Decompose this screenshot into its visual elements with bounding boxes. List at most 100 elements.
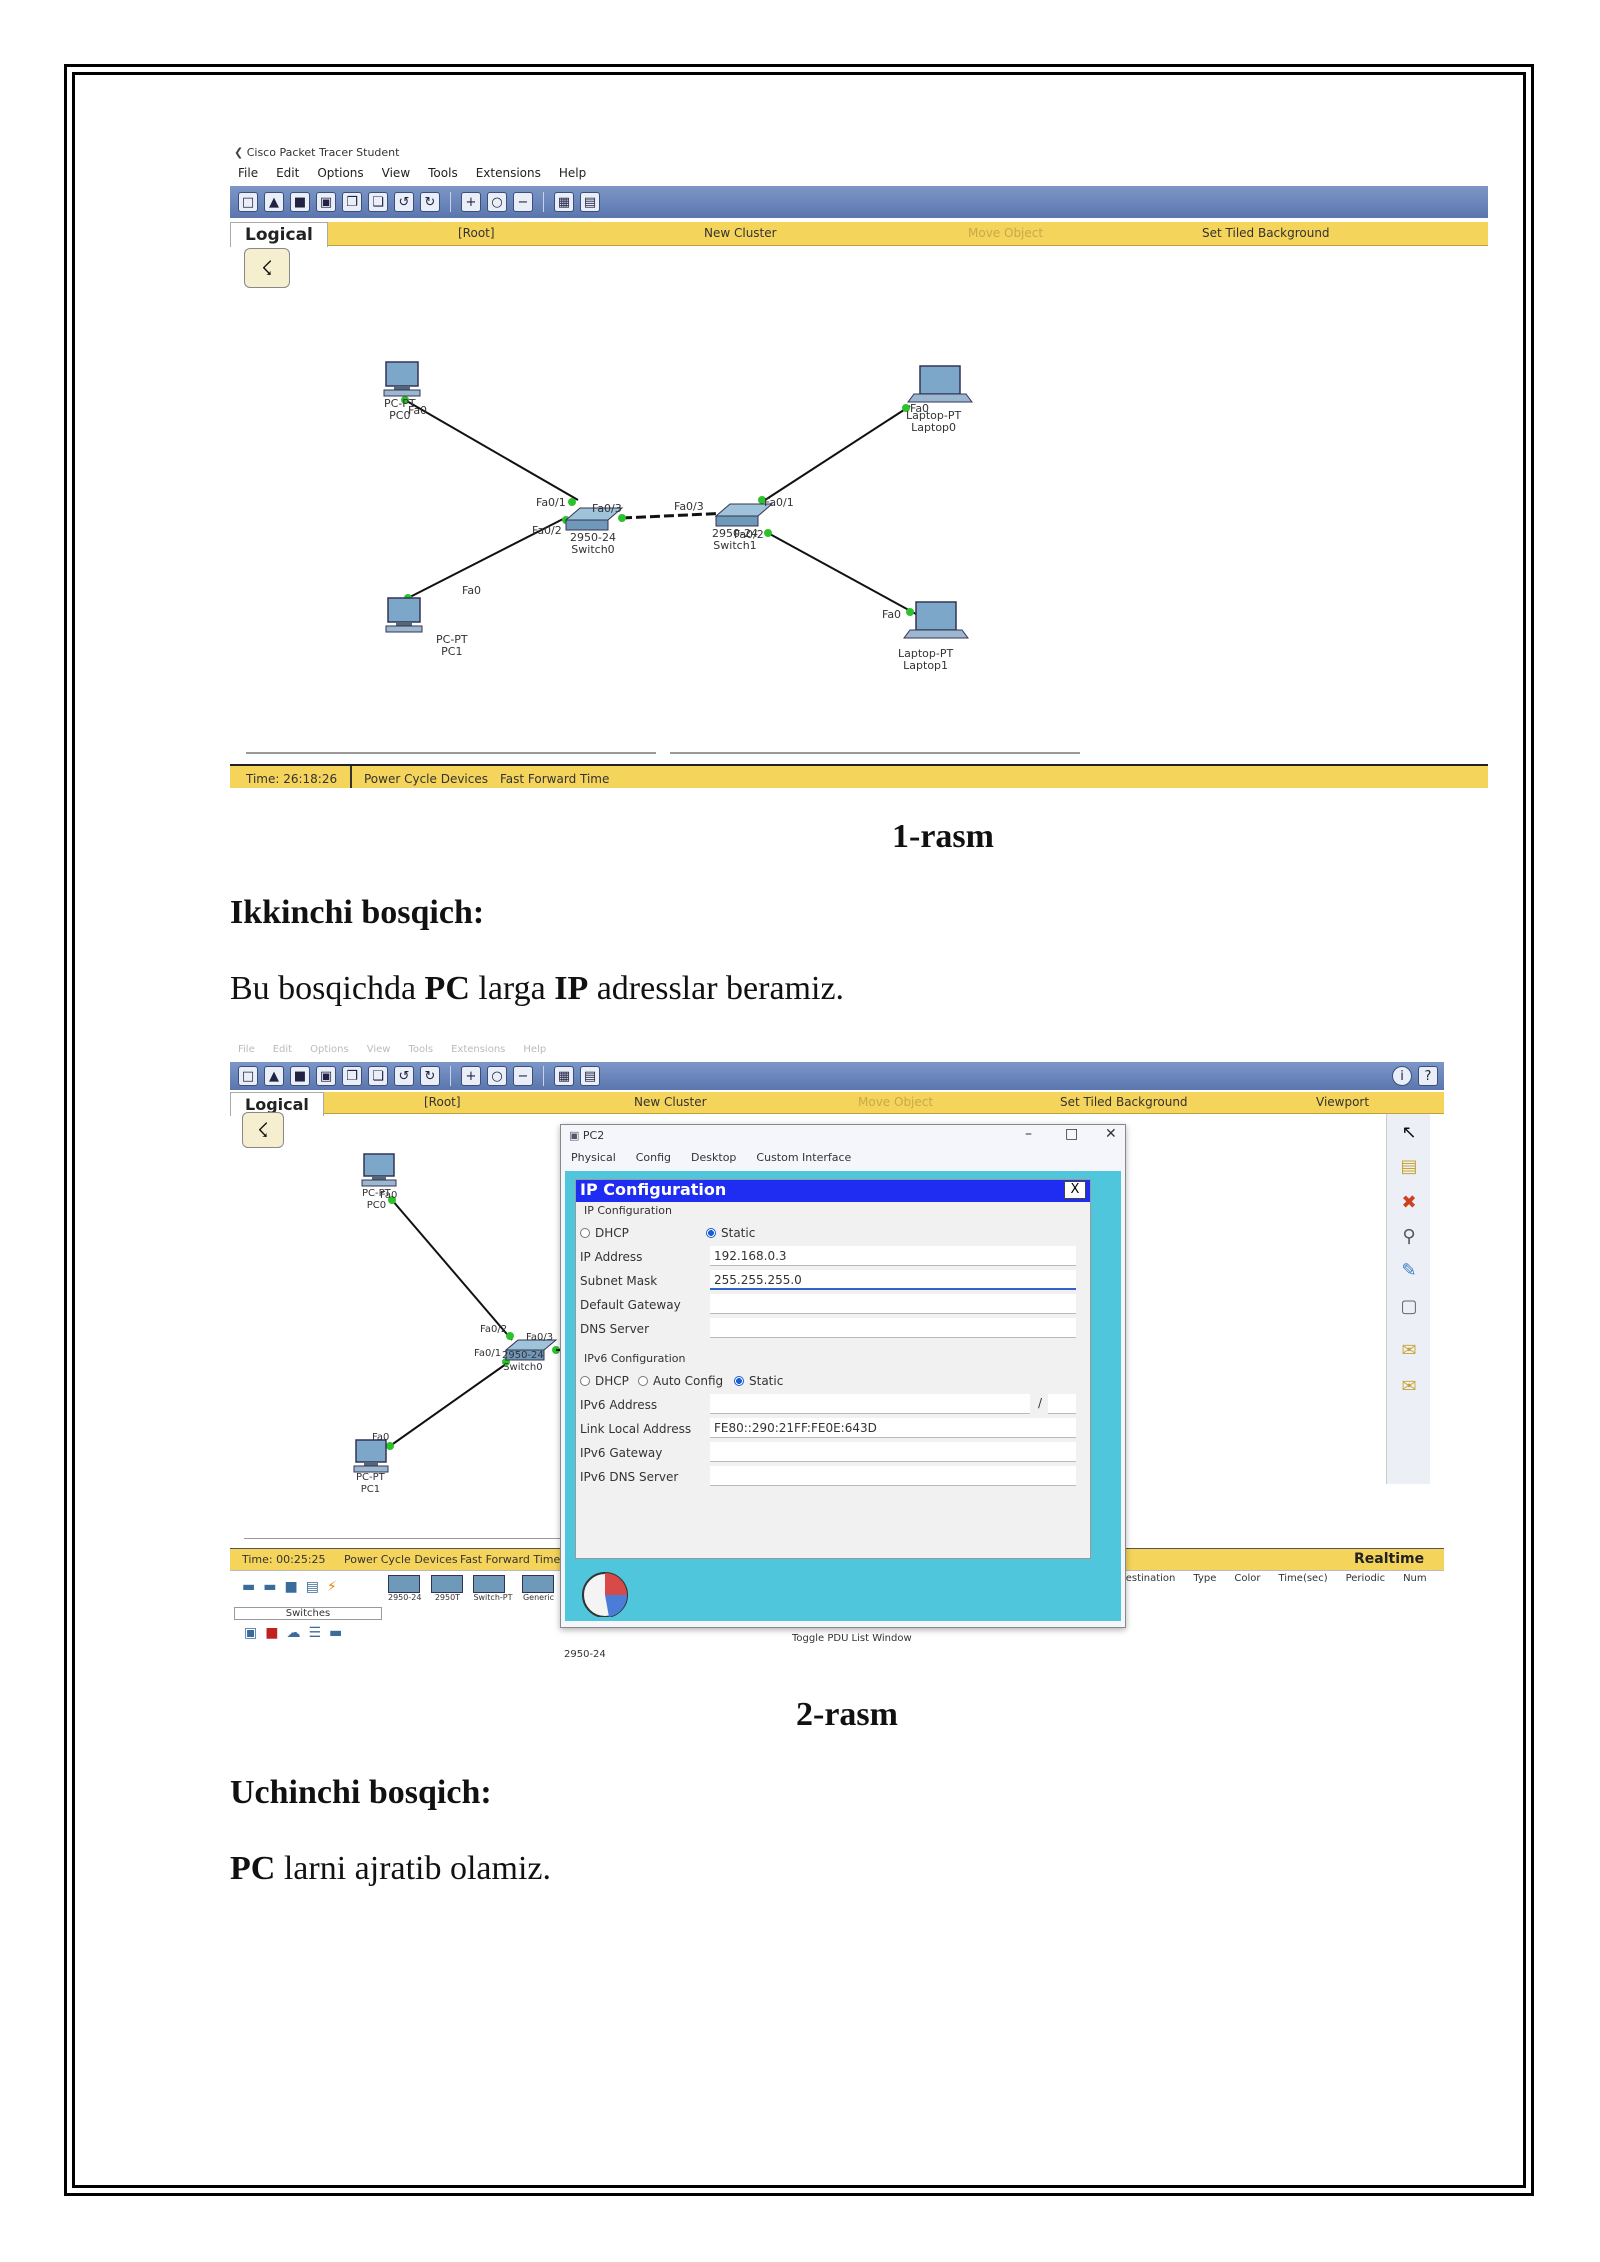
menu-tools[interactable]: Tools	[428, 166, 458, 180]
menu-view[interactable]: View	[381, 166, 411, 180]
redo-icon[interactable]: ↻	[420, 192, 440, 212]
note-icon[interactable]: ▤	[1400, 1155, 1418, 1177]
multiuser-icon[interactable]: ▬	[329, 1625, 343, 1641]
zoom-reset-icon[interactable]: ○	[487, 1066, 507, 1086]
device-model-2950-24[interactable]: 2950-24	[388, 1575, 421, 1602]
tab-custom-interface[interactable]: Custom Interface	[756, 1151, 852, 1164]
tab-physical[interactable]: Physical	[571, 1151, 616, 1164]
ipv6-static-radio[interactable]: Static	[734, 1374, 783, 1388]
menu-options[interactable]: Options	[310, 1044, 349, 1055]
menu-help[interactable]: Help	[523, 1044, 547, 1055]
hub-icon[interactable]: ■	[284, 1579, 298, 1595]
custom-device-icon[interactable]: ☰	[308, 1625, 322, 1641]
router-icon[interactable]: ▬	[242, 1579, 256, 1595]
add-complex-pdu-icon[interactable]: ✉	[1401, 1375, 1417, 1397]
move-object-button[interactable]: Move Object	[968, 226, 1044, 240]
zoom-out-icon[interactable]: −	[513, 192, 533, 212]
zoom-in-icon[interactable]: +	[461, 192, 481, 212]
logical-view-icon[interactable]: ☇	[244, 248, 290, 288]
copy-icon[interactable]: ❐	[342, 1066, 362, 1086]
new-file-icon[interactable]: □	[238, 1066, 258, 1086]
save-icon[interactable]: ■	[290, 192, 310, 212]
logical-view-icon[interactable]: ☇	[242, 1112, 284, 1148]
new-cluster-button[interactable]: New Cluster	[634, 1095, 707, 1109]
paste-icon[interactable]: ❏	[368, 1066, 388, 1086]
close-icon[interactable]: ✕	[1105, 1126, 1117, 1142]
minimize-icon[interactable]: –	[1025, 1126, 1032, 1142]
desktop-app-icon[interactable]	[579, 1567, 635, 1617]
undo-icon[interactable]: ↺	[394, 192, 414, 212]
inspect-icon[interactable]: ⚲	[1402, 1225, 1416, 1247]
zoom-in-icon[interactable]: +	[461, 1066, 481, 1086]
paste-icon[interactable]: ❏	[368, 192, 388, 212]
link-local-address-input[interactable]: FE80::290:21FF:FE0E:643D	[710, 1418, 1076, 1438]
ipv6-address-input[interactable]	[710, 1394, 1030, 1414]
open-folder-icon[interactable]: ▲	[264, 192, 284, 212]
maximize-icon[interactable]: □	[1065, 1126, 1079, 1142]
switch-icon[interactable]: ▬	[263, 1579, 277, 1595]
device-template-icon[interactable]: ▤	[580, 192, 600, 212]
connections-icon[interactable]: ⚡	[326, 1579, 337, 1595]
device-model-2950t[interactable]: 2950T	[431, 1575, 464, 1602]
undo-icon[interactable]: ↺	[394, 1066, 414, 1086]
device-model-generic[interactable]: Generic	[522, 1575, 555, 1602]
dns-server-input[interactable]	[710, 1318, 1076, 1338]
toggle-pdu-list-button[interactable]: Toggle PDU List Window	[792, 1633, 912, 1644]
ipv6-prefix-input[interactable]	[1048, 1394, 1076, 1414]
end-device-icon[interactable]: ▣	[244, 1625, 258, 1641]
draw-icon[interactable]: ✎	[1401, 1259, 1417, 1281]
wireless-icon[interactable]: ▤	[305, 1579, 319, 1595]
menu-edit[interactable]: Edit	[276, 166, 300, 180]
root-link[interactable]: [Root]	[424, 1095, 461, 1109]
select-icon[interactable]: ↖	[1401, 1121, 1417, 1143]
realtime-mode-label[interactable]: Realtime	[1354, 1551, 1425, 1567]
set-tiled-background-button[interactable]: Set Tiled Background	[1202, 226, 1330, 240]
viewport-button[interactable]: Viewport	[1316, 1095, 1370, 1109]
device-template-icon[interactable]: ▤	[580, 1066, 600, 1086]
open-folder-icon[interactable]: ▲	[264, 1066, 284, 1086]
palette-icon[interactable]: ▦	[554, 192, 574, 212]
menu-extensions[interactable]: Extensions	[451, 1044, 506, 1055]
move-object-button[interactable]: Move Object	[858, 1095, 934, 1109]
tab-logical[interactable]: Logical	[230, 222, 328, 247]
zoom-reset-icon[interactable]: ○	[487, 192, 507, 212]
add-simple-pdu-icon[interactable]: ✉	[1401, 1339, 1417, 1361]
zoom-out-icon[interactable]: −	[513, 1066, 533, 1086]
ipv4-dhcp-radio[interactable]: DHCP	[580, 1226, 629, 1240]
default-gateway-input[interactable]	[710, 1294, 1076, 1314]
menu-edit[interactable]: Edit	[272, 1044, 293, 1055]
delete-icon[interactable]: ✖	[1401, 1191, 1417, 1213]
horizontal-scrollbar[interactable]	[244, 1538, 564, 1539]
root-link[interactable]: [Root]	[458, 226, 495, 240]
set-tiled-background-button[interactable]: Set Tiled Background	[1060, 1095, 1188, 1109]
fast-forward-button[interactable]: Fast Forward Time	[460, 1553, 561, 1566]
menu-file[interactable]: File	[238, 166, 259, 180]
print-icon[interactable]: ▣	[316, 192, 336, 212]
copy-icon[interactable]: ❐	[342, 192, 362, 212]
menu-help[interactable]: Help	[558, 166, 587, 180]
redo-icon[interactable]: ↻	[420, 1066, 440, 1086]
menu-tools[interactable]: Tools	[408, 1044, 434, 1055]
info-icon[interactable]: i	[1392, 1066, 1412, 1086]
fast-forward-button[interactable]: Fast Forward Time	[500, 772, 610, 786]
wan-emulation-icon[interactable]: ☁	[286, 1625, 301, 1641]
power-cycle-button[interactable]: Power Cycle Devices	[364, 772, 488, 786]
ipv6-gateway-input[interactable]	[710, 1442, 1076, 1462]
resize-icon[interactable]: ▢	[1400, 1295, 1418, 1317]
help-icon[interactable]: ?	[1418, 1066, 1438, 1086]
menu-extensions[interactable]: Extensions	[475, 166, 541, 180]
horizontal-scrollbar[interactable]	[670, 752, 1080, 754]
subnet-mask-input[interactable]: 255.255.255.0	[710, 1270, 1076, 1290]
tab-config[interactable]: Config	[635, 1151, 672, 1164]
tab-desktop[interactable]: Desktop	[691, 1151, 737, 1164]
ip-close-button[interactable]: X	[1064, 1181, 1086, 1199]
save-icon[interactable]: ■	[290, 1066, 310, 1086]
device-model-switch-pt[interactable]: Switch-PT	[473, 1575, 512, 1602]
ipv6-dns-server-input[interactable]	[710, 1466, 1076, 1486]
new-cluster-button[interactable]: New Cluster	[704, 226, 777, 240]
menu-view[interactable]: View	[366, 1044, 391, 1055]
ipv4-static-radio[interactable]: Static	[706, 1226, 755, 1240]
print-icon[interactable]: ▣	[316, 1066, 336, 1086]
palette-icon[interactable]: ▦	[554, 1066, 574, 1086]
horizontal-scrollbar[interactable]	[246, 752, 656, 754]
